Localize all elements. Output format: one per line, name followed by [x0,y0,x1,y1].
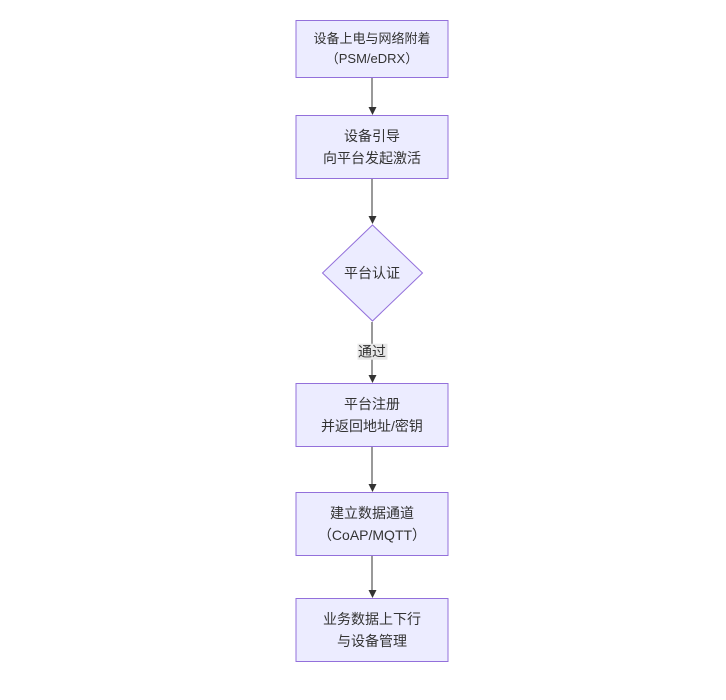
flow-node-business: 业务数据上下行 与设备管理 [295,598,449,662]
edge-label-pass: 通过 [357,343,387,360]
edge-register-to-channel [296,447,449,492]
node-label-line: 并返回地址/密钥 [321,418,423,434]
flow-node-power-attach: 设备上电与网络附着 （PSM/eDRX） [295,20,449,78]
arrowhead-icon [368,107,376,115]
edge-line [371,179,373,216]
flow-node-auth-decision: 平台认证 [321,224,423,322]
node-label-line: 向平台发起激活 [323,150,421,166]
node-label-line: 与设备管理 [337,633,407,649]
node-label-line: （PSM/eDRX） [325,51,419,66]
edge-power-attach-to-bootstrap [296,78,449,115]
diamond-shape [321,224,423,322]
node-label-line: 平台认证 [344,265,400,281]
arrowhead-icon [368,484,376,492]
edge-line [371,78,373,107]
edge-auth-to-register: 通过 [296,322,449,383]
node-label-line: （CoAP/MQTT） [317,527,427,543]
flow-node-channel: 建立数据通道 （CoAP/MQTT） [295,492,449,556]
node-label-line: 平台注册 [344,396,400,412]
node-label-line: 设备上电与网络附着 [313,31,431,46]
flow-node-register: 平台注册 并返回地址/密钥 [295,383,449,447]
node-label-line: 建立数据通道 [330,505,414,521]
edge-line [371,556,373,590]
node-label-line: 业务数据上下行 [323,611,421,627]
flow-node-bootstrap: 设备引导 向平台发起激活 [295,115,449,179]
flow-column: 设备上电与网络附着 （PSM/eDRX） 设备引导 向平台发起激活 平台认证 [295,20,449,662]
edge-line [371,447,373,484]
arrowhead-icon [368,590,376,598]
edge-channel-to-business [296,556,449,598]
node-label-line: 设备引导 [344,128,400,144]
arrowhead-icon [368,216,376,224]
arrowhead-icon [368,375,376,383]
edge-bootstrap-to-auth [296,179,449,224]
